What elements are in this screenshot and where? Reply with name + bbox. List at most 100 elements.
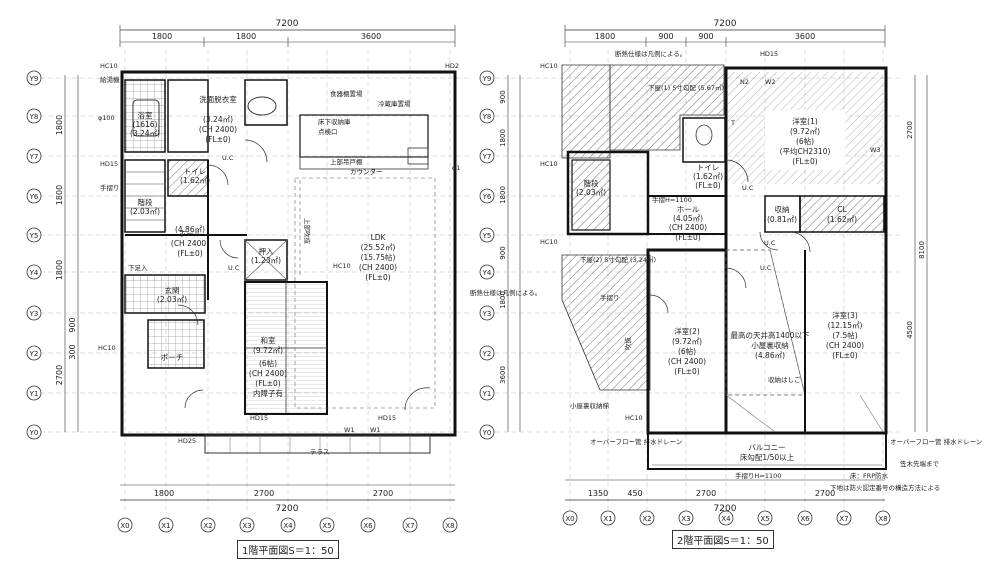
code: U.C	[760, 264, 772, 272]
axis-label-x-circle	[639, 510, 655, 526]
dim-left: 2700	[55, 365, 64, 385]
axis-label-y: Y8	[482, 113, 492, 121]
axis-label-x: X5	[760, 515, 769, 523]
axis-label-x: X4	[721, 515, 731, 523]
code: HC10	[540, 238, 558, 246]
room-ldk-area: (25.52㎡)	[361, 243, 396, 252]
dim-left: 900	[499, 90, 507, 103]
label-counter: カウンター	[350, 167, 383, 176]
axis-label-y: Y6	[29, 193, 39, 201]
room-hall-label: ホール	[677, 205, 700, 214]
room-hall-area: (4.05㎡)	[673, 214, 703, 223]
code: W1	[370, 426, 381, 434]
room-koyaura-label: 小屋裏収納	[751, 340, 789, 350]
dim-right: 2700	[906, 121, 914, 139]
label-tesuri2: 手摺り	[600, 293, 620, 302]
label-overflow: オーバーフロー管 排水ドレーン	[590, 437, 682, 446]
axis-label-x-circle	[117, 517, 133, 533]
label-terrace: テラス	[310, 448, 329, 456]
dim-left: 3600	[499, 366, 507, 384]
code: HC10	[625, 414, 643, 422]
axis-label-x: X6	[800, 515, 810, 523]
room-shuno-area: (0.81㎡)	[767, 215, 797, 224]
axis-label-y-circle	[26, 345, 42, 361]
code: T	[730, 119, 735, 127]
dim-bottom-seg: 1800	[154, 489, 174, 498]
room-balcony-label: バルコニー	[748, 443, 785, 452]
axis-label-x: X7	[405, 522, 414, 530]
label-kasa: 笠木先端まで	[900, 459, 940, 468]
code: N2	[740, 78, 749, 86]
room-toilet-fl: (FL±0)	[695, 181, 720, 190]
room-washitsu-note: 内障子有	[253, 388, 283, 398]
plan-2f-title: 2階平面図S＝1：50	[672, 530, 774, 549]
dim-right: 8100	[918, 241, 926, 259]
label-tesuri: 手摺H=1100	[652, 195, 692, 204]
dim-bottom-seg: 2700	[373, 489, 393, 498]
code: HD15	[100, 160, 118, 168]
code: U.C	[222, 154, 234, 162]
plan-2f: 7200 1800 900 900 3600 900 1800 1800 900…	[470, 19, 982, 514]
label-koyaura-note: 小屋裏収納梯	[570, 401, 610, 410]
label-tesuri: 手摺り	[100, 183, 120, 192]
axis-label-x-circle	[678, 510, 694, 526]
axis-label-x-circle	[200, 517, 216, 533]
code: HD15	[378, 414, 396, 422]
room-ldk-fl: (FL±0)	[365, 273, 390, 282]
axis-label-y: Y4	[482, 269, 492, 277]
code: W2	[765, 78, 776, 86]
room-yoshitsu2-label: 洋室(2)	[674, 326, 700, 336]
dim-top-seg: 3600	[361, 32, 381, 41]
axis-label-y: Y8	[29, 113, 39, 121]
code: HC10	[98, 344, 116, 352]
axis-label-x-circle	[875, 510, 891, 526]
code: φ100	[98, 114, 115, 122]
code: HC10	[100, 62, 118, 70]
axis-label-x-circle	[402, 517, 418, 533]
axis-label-x-circle	[600, 510, 616, 526]
label-kamidana: 上部吊戸棚	[330, 157, 363, 166]
axis-label-y-circle	[26, 148, 42, 164]
axis-label-x-circle	[442, 517, 458, 533]
room-senmen-fl: (FL±0)	[205, 135, 230, 144]
room-koyaura-note: 最高の天井高1400以下	[730, 330, 810, 340]
axis-label-y: Y9	[482, 75, 492, 83]
label-tesuri3: 手摺りH=1100	[735, 471, 781, 480]
axis-label-x-circle	[360, 517, 376, 533]
dim-left: 1800	[499, 186, 507, 204]
axis-label-y: Y2	[29, 350, 39, 358]
room-hall-ch: (CH 2400)	[171, 239, 209, 248]
dim-top-seg: 1800	[152, 32, 172, 41]
room-yoshitsu3-tatami: (7.5帖)	[832, 330, 857, 340]
plan-1f-title: 1階平面図S＝1：50	[237, 540, 339, 559]
code: HD15	[250, 414, 268, 422]
label-gezoku2: 下屋(2) 5寸勾配 (3.24㎡)	[580, 255, 656, 264]
axis-label-x-circle	[158, 517, 174, 533]
code: W3	[870, 146, 881, 154]
room-yoshitsu2-fl: (FL±0)	[674, 367, 699, 376]
axis-label-x: X8	[445, 522, 454, 530]
dim-bottom-seg: 1350	[588, 489, 608, 498]
axis-label-x: X2	[642, 515, 651, 523]
room-yoshitsu3-ch: (CH 2400)	[826, 341, 864, 350]
label-hashigo: 収納はしご	[768, 375, 801, 384]
label-dannetsu: 断熱仕様は凡例による。	[615, 49, 686, 58]
room-stairs-area: (2.03㎡)	[576, 188, 606, 197]
label-tenken: 点検口	[318, 127, 338, 136]
axis-label-y: Y6	[482, 193, 492, 201]
room-washitsu-fl: (FL±0)	[255, 379, 280, 388]
axis-label-y-circle	[479, 227, 495, 243]
room-washitsu-ch: (CH 2400)	[249, 369, 287, 378]
room-closet-area: (1.62㎡)	[827, 215, 857, 224]
axis-label-x: X7	[839, 515, 848, 523]
axis-label-y-circle	[479, 188, 495, 204]
dim-left-extra: 300	[68, 344, 77, 359]
axis-label-x-circle	[319, 517, 335, 533]
dim-top-seg: 1800	[236, 32, 256, 41]
room-toilet-label: トイレ	[697, 163, 720, 172]
room-porch-label: ポーチ	[161, 353, 184, 362]
code: HD2	[445, 62, 459, 70]
axis-label-y-circle	[26, 424, 42, 440]
